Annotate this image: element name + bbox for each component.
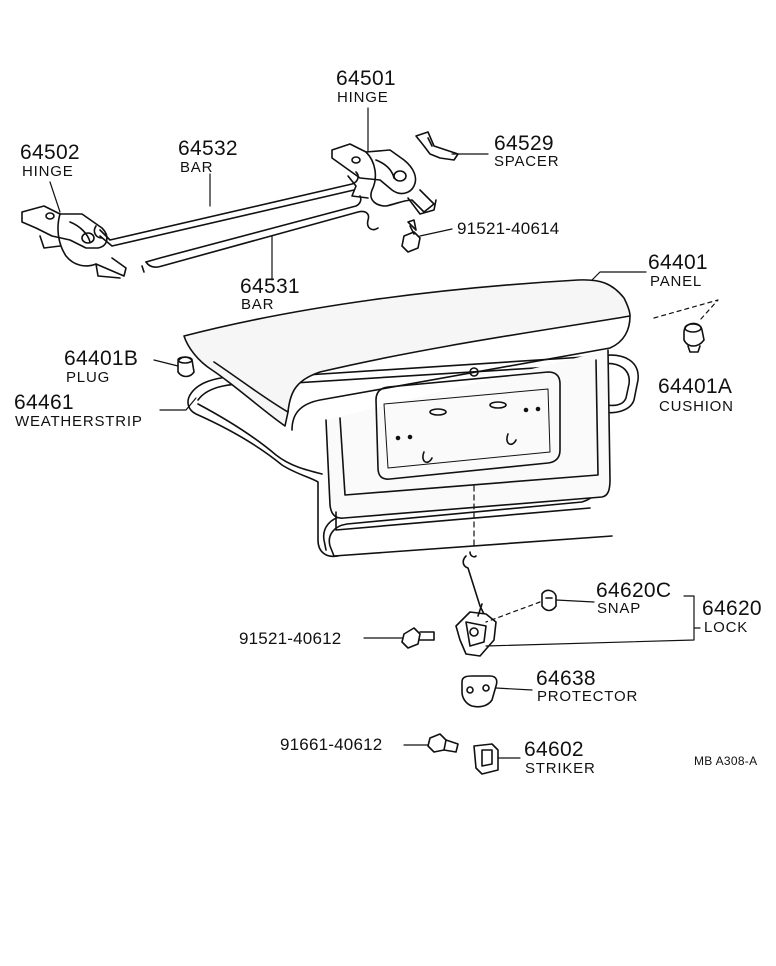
hinge-64502-drawing	[21, 205, 127, 279]
part-number-64638: 64638	[536, 667, 596, 690]
fastener-number-91661-40612: 91661-40612	[280, 735, 383, 754]
torsion-bar-64532-drawing	[93, 171, 359, 247]
protector-64638-drawing	[461, 675, 498, 708]
part-number-64401a: 64401A	[658, 375, 733, 398]
part-name-64401: PANEL	[650, 273, 703, 290]
cushion-64401a-drawing	[683, 322, 705, 353]
hinge-64501-drawing	[331, 143, 437, 215]
fastener-number-91521-40612: 91521-40612	[239, 629, 342, 648]
lock-64620-drawing	[455, 603, 497, 657]
diagram-reference-code: MB A308-A	[694, 754, 758, 768]
part-name-64501: HINGE	[337, 89, 389, 106]
part-number-64501: 64501	[336, 67, 396, 90]
part-name-64602: STRIKER	[525, 760, 596, 777]
plug-64401b-drawing	[177, 356, 195, 378]
part-name-64620c: SNAP	[597, 600, 642, 617]
part-name-64531: BAR	[241, 296, 275, 313]
part-number-64502: 64502	[20, 141, 80, 164]
part-number-64529: 64529	[494, 132, 554, 155]
leader-lines	[49, 107, 719, 759]
part-name-64532: BAR	[180, 159, 214, 176]
part-number-64620c: 64620C	[596, 579, 672, 602]
part-name-64401a: CUSHION	[659, 398, 734, 415]
part-name-64401b: PLUG	[66, 369, 111, 386]
part-number-64532: 64532	[178, 137, 238, 160]
part-name-64529: SPACER	[494, 153, 560, 170]
part-number-64401b: 64401B	[64, 347, 139, 370]
part-name-64502: HINGE	[22, 163, 74, 180]
part-name-64620: LOCK	[704, 619, 749, 636]
trunk-lid-panel-drawing	[183, 279, 631, 531]
fastener-number-91521-40614: 91521-40614	[457, 219, 560, 238]
torsion-bar-64531-drawing	[141, 195, 379, 273]
snap-64620c-drawing	[541, 589, 557, 612]
spacer-64529-drawing	[415, 131, 459, 161]
part-number-64461: 64461	[14, 391, 74, 414]
striker-64602-drawing	[473, 743, 499, 775]
part-number-64531: 64531	[240, 275, 300, 298]
part-name-64638: PROTECTOR	[537, 688, 639, 705]
part-number-64620: 64620	[702, 597, 762, 620]
bolt-91661-40612-drawing	[427, 733, 459, 753]
lock-rod-drawing	[462, 551, 485, 615]
part-name-64461: WEATHERSTRIP	[15, 413, 143, 430]
bolt-91521-40614-drawing	[401, 219, 421, 253]
part-number-64602: 64602	[524, 738, 584, 761]
bolt-91521-40612-drawing	[401, 627, 435, 649]
part-number-64401: 64401	[648, 251, 708, 274]
